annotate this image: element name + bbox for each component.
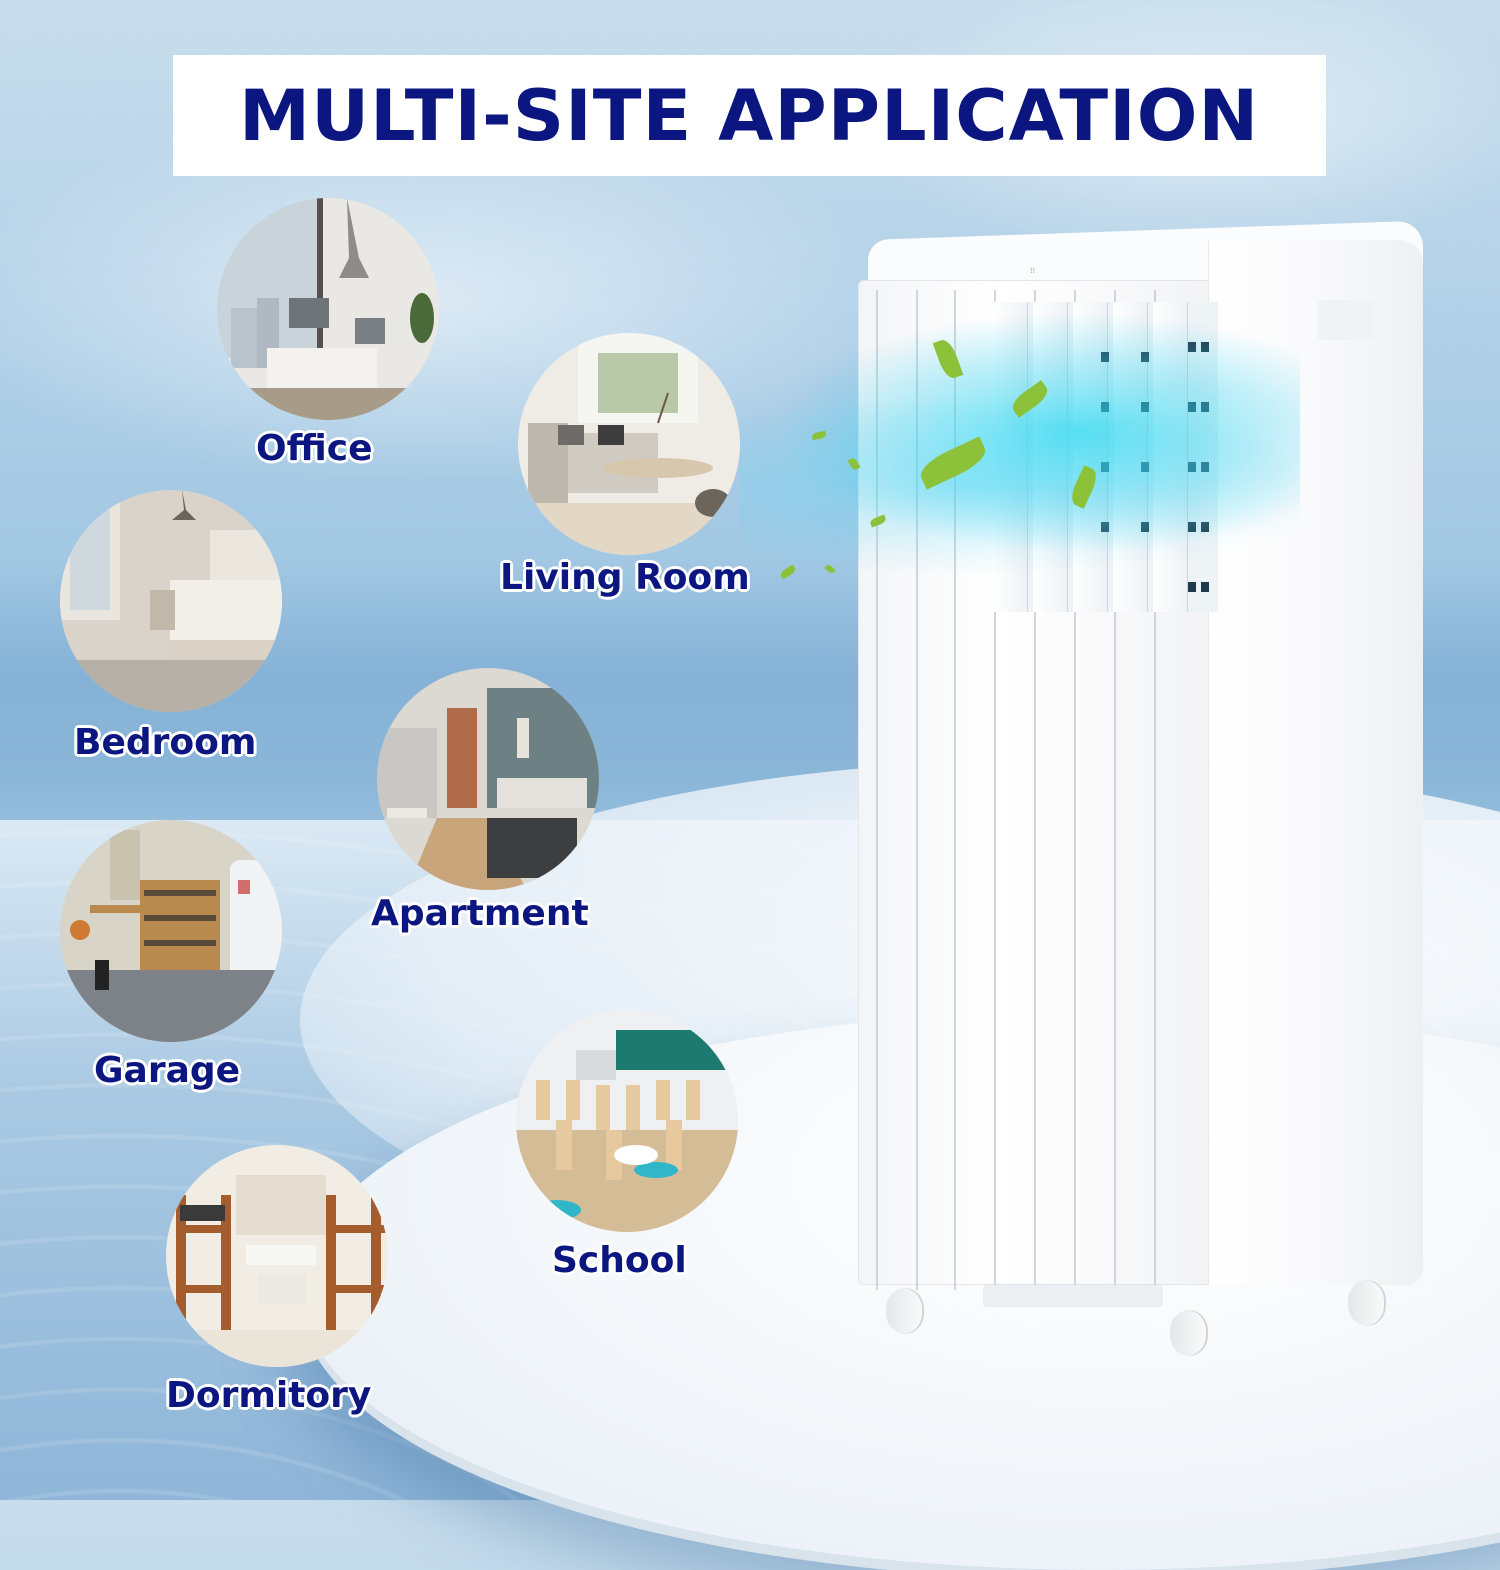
label-office: Office bbox=[256, 428, 373, 469]
office-photo bbox=[217, 198, 439, 420]
label-garage: Garage bbox=[94, 1050, 241, 1091]
garage-photo bbox=[60, 820, 282, 1042]
dormitory-photo bbox=[166, 1145, 388, 1367]
front-slat bbox=[1034, 290, 1036, 1290]
label-living-room: Living Room bbox=[500, 557, 750, 598]
living-room-photo bbox=[518, 333, 740, 555]
front-slat bbox=[916, 290, 918, 1290]
cool-airflow bbox=[740, 270, 1300, 630]
label-apartment: Apartment bbox=[371, 893, 589, 934]
apartment-image bbox=[377, 668, 599, 890]
caster-wheel bbox=[886, 1288, 924, 1334]
label-school: School bbox=[552, 1240, 687, 1281]
office-image bbox=[217, 198, 439, 420]
apartment-photo bbox=[377, 668, 599, 890]
front-slat bbox=[876, 290, 878, 1290]
garage-image bbox=[60, 820, 282, 1042]
front-slat bbox=[1074, 290, 1076, 1290]
caster-wheel bbox=[1348, 1280, 1386, 1326]
front-slat bbox=[1114, 290, 1116, 1290]
label-bedroom: Bedroom bbox=[74, 722, 257, 763]
bedroom-photo bbox=[60, 490, 282, 712]
school-photo bbox=[516, 1010, 738, 1232]
bedroom-image bbox=[60, 490, 282, 712]
side-handle bbox=[1318, 300, 1373, 340]
base-tray bbox=[983, 1285, 1163, 1307]
page-title: MULTI-SITE APPLICATION bbox=[239, 74, 1260, 157]
front-slat bbox=[1154, 290, 1156, 1290]
front-slat bbox=[994, 290, 996, 1290]
living-room-image bbox=[518, 333, 740, 555]
caster-wheel bbox=[1170, 1310, 1208, 1356]
front-slat bbox=[954, 290, 956, 1290]
school-image bbox=[516, 1010, 738, 1232]
title-banner: MULTI-SITE APPLICATION bbox=[173, 55, 1326, 176]
dormitory-image bbox=[166, 1145, 388, 1367]
label-dormitory: Dormitory bbox=[166, 1375, 372, 1416]
